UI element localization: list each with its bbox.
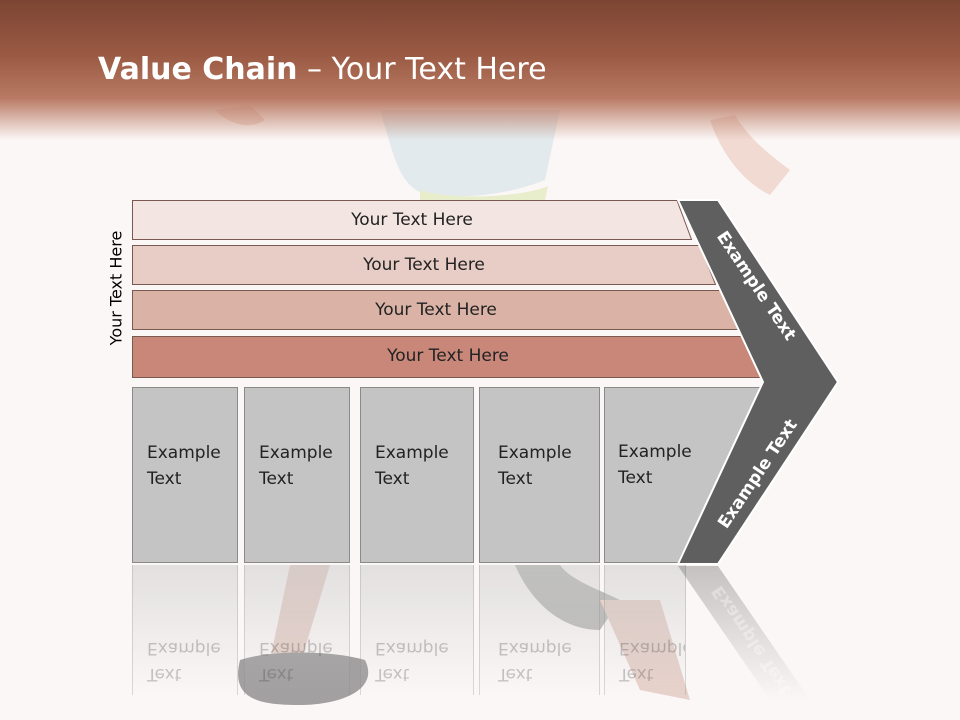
title-rest: – Your Text Here: [297, 52, 547, 87]
title-bold: Value Chain: [98, 52, 298, 87]
bar-4: Your Text Here: [132, 336, 765, 378]
bar-1: Your Text Here: [132, 200, 693, 240]
bar-2: Your Text Here: [132, 245, 717, 285]
column-2-line1: Example: [259, 443, 333, 463]
bar-4-label: Your Text Here: [387, 346, 509, 366]
column-3-line1: Example: [375, 443, 449, 463]
column-4-line2: Text: [498, 469, 533, 489]
slide-title: Value Chain – Your Text Here: [98, 52, 547, 87]
bar-1-label: Your Text Here: [351, 210, 473, 230]
bar-3-label: Your Text Here: [375, 300, 497, 320]
bar-2-label: Your Text Here: [363, 255, 485, 275]
column-4-line1: Example: [498, 443, 572, 463]
column-1-line2: Text: [147, 469, 182, 489]
column-2-line2: Text: [259, 469, 294, 489]
title-banner: [0, 0, 960, 140]
column-3-line2: Text: [375, 469, 410, 489]
column-5-line2: Text: [618, 468, 653, 488]
column-5-line1: Example: [618, 442, 692, 462]
column-1-line1: Example: [147, 443, 221, 463]
